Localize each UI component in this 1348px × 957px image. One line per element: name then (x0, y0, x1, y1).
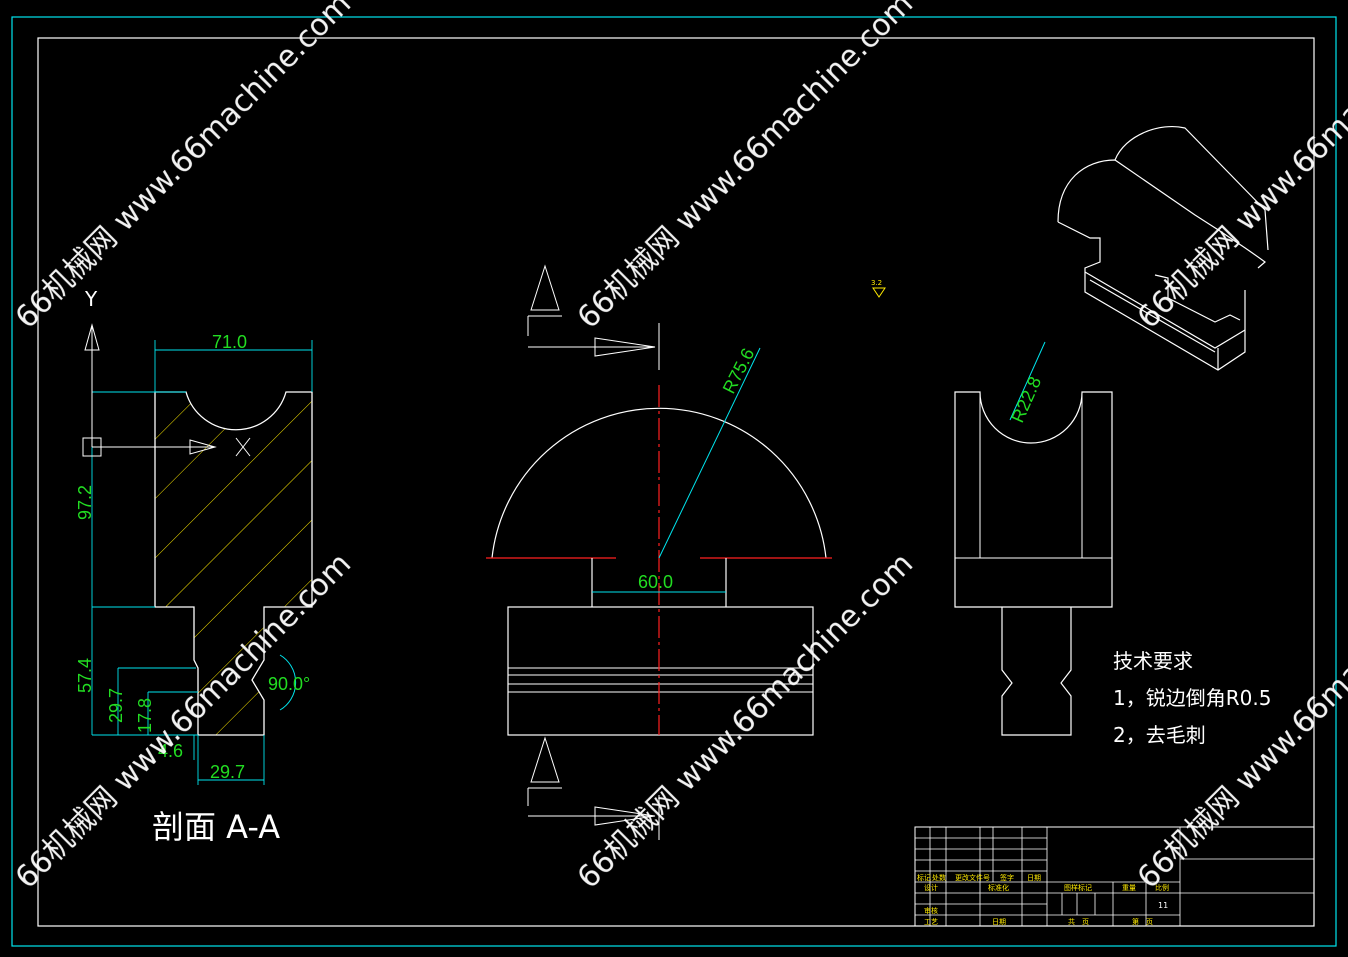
dim-w-29-7: 29.7 (210, 762, 245, 782)
section-outline (154, 391, 313, 736)
axis-y-label: Y (84, 287, 98, 311)
isometric-view (1057, 126, 1269, 371)
notes-item-2: 2，去毛刺 (1113, 723, 1206, 747)
tb-stage: 图样标记 (1064, 883, 1092, 892)
dim-h-17-8: 17.8 (135, 698, 155, 733)
dim-h-4-6: 4.6 (158, 741, 183, 761)
tb-row-label-2: 处数 (932, 873, 946, 882)
tb-row-label-5: 日期 (1027, 874, 1041, 882)
dim-width-neck: 60.0 (638, 572, 673, 592)
tb-sheet-no: 第 页 (1132, 917, 1153, 926)
outer-border (11, 16, 1337, 947)
surface-mark: 3.2 (871, 279, 882, 287)
technical-notes: 技术要求 1，锐边倒角R0.5 2，去毛刺 (1113, 649, 1271, 747)
dim-height-lower: 57.4 (75, 658, 95, 693)
side-view: R22.8 (954, 341, 1113, 736)
title-block: 标记 处数 更改文件号 签字 日期 设计 标准化 审核 工艺 日期 图样标记 重… (914, 826, 1315, 927)
front-view: R75.6 60.0 3.2 (486, 264, 886, 840)
tb-weight: 重量 (1122, 884, 1136, 892)
section-view: Y 71.0 97.2 57.4 29.7 17.8 4.6 29.7 90.0… (75, 287, 313, 846)
tb-standardize: 标准化 (988, 883, 1009, 892)
dim-radius-small: R22.8 (1007, 374, 1045, 426)
dim-width-top: 71.0 (212, 332, 247, 352)
notes-title: 技术要求 (1113, 649, 1193, 673)
tb-row-label-1: 标记 (917, 873, 931, 882)
section-label: 剖面 A-A (152, 808, 280, 846)
watermark-2: 66机械网 www.66machine.com (571, 0, 920, 336)
watermark-5: 66机械网 www.66machine.com (571, 546, 920, 895)
dim-h-29-7: 29.7 (106, 688, 126, 723)
watermark-3: 66机械网 www.66machine.com (1131, 0, 1348, 336)
notes-item-1: 1，锐边倒角R0.5 (1113, 686, 1271, 710)
tb-scale-value: 11 (1158, 901, 1168, 910)
tb-approve: 日期 (992, 918, 1006, 926)
tb-check: 审核 (924, 906, 938, 915)
dim-angle: 90.0° (268, 674, 310, 694)
tb-row-label-3: 更改文件号 (955, 873, 990, 882)
tb-sheets: 共 页 (1068, 917, 1089, 926)
tb-scale: 比例 (1155, 883, 1169, 892)
dim-height-upper: 97.2 (75, 485, 95, 520)
watermark-1: 66机械网 www.66machine.com (9, 0, 358, 336)
watermark-6: 66机械网 www.66machine.com (1131, 546, 1348, 895)
tb-process: 工艺 (924, 918, 938, 926)
inner-border (37, 37, 1315, 927)
dim-radius-big: R75.6 (719, 345, 759, 397)
tb-row-label-4: 签字 (1000, 873, 1014, 882)
tb-design: 设计 (924, 883, 938, 892)
